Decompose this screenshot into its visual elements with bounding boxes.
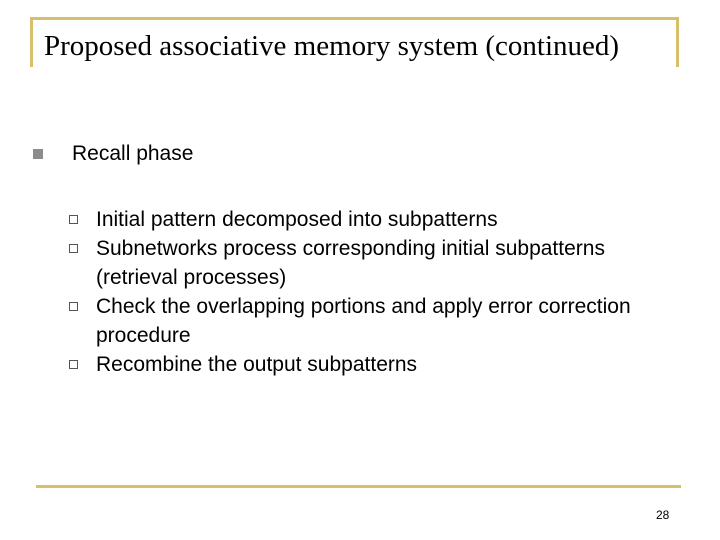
title-right-accent [676,17,679,67]
hollow-square-bullet-icon [69,302,78,311]
sub-bullet-text: Check the overlapping portions and apply… [96,295,631,347]
bullet-recall-phase: Recall phase [72,142,194,165]
page-number: 28 [656,508,670,522]
sub-bullet-text: Subnetworks process corresponding initia… [96,237,605,289]
hollow-square-bullet-icon [69,360,78,369]
title-left-accent [30,17,33,67]
sub-bullet-item: Initial pattern decomposed into subpatte… [68,205,688,234]
footer-rule [36,485,681,488]
title-top-rule [30,17,678,20]
sub-bullet-list: Initial pattern decomposed into subpatte… [68,205,688,379]
sub-bullet-text: Recombine the output subpatterns [96,353,418,376]
hollow-square-bullet-icon [69,215,78,224]
sub-bullet-text: Initial pattern decomposed into subpatte… [96,208,498,231]
slide-title: Proposed associative memory system (cont… [44,30,620,62]
sub-bullet-item: Recombine the output subpatterns [68,350,688,379]
sub-bullet-item: Check the overlapping portions and apply… [68,292,688,350]
hollow-square-bullet-icon [69,244,78,253]
square-bullet-icon [33,149,43,159]
sub-bullet-item: Subnetworks process corresponding initia… [68,234,688,292]
